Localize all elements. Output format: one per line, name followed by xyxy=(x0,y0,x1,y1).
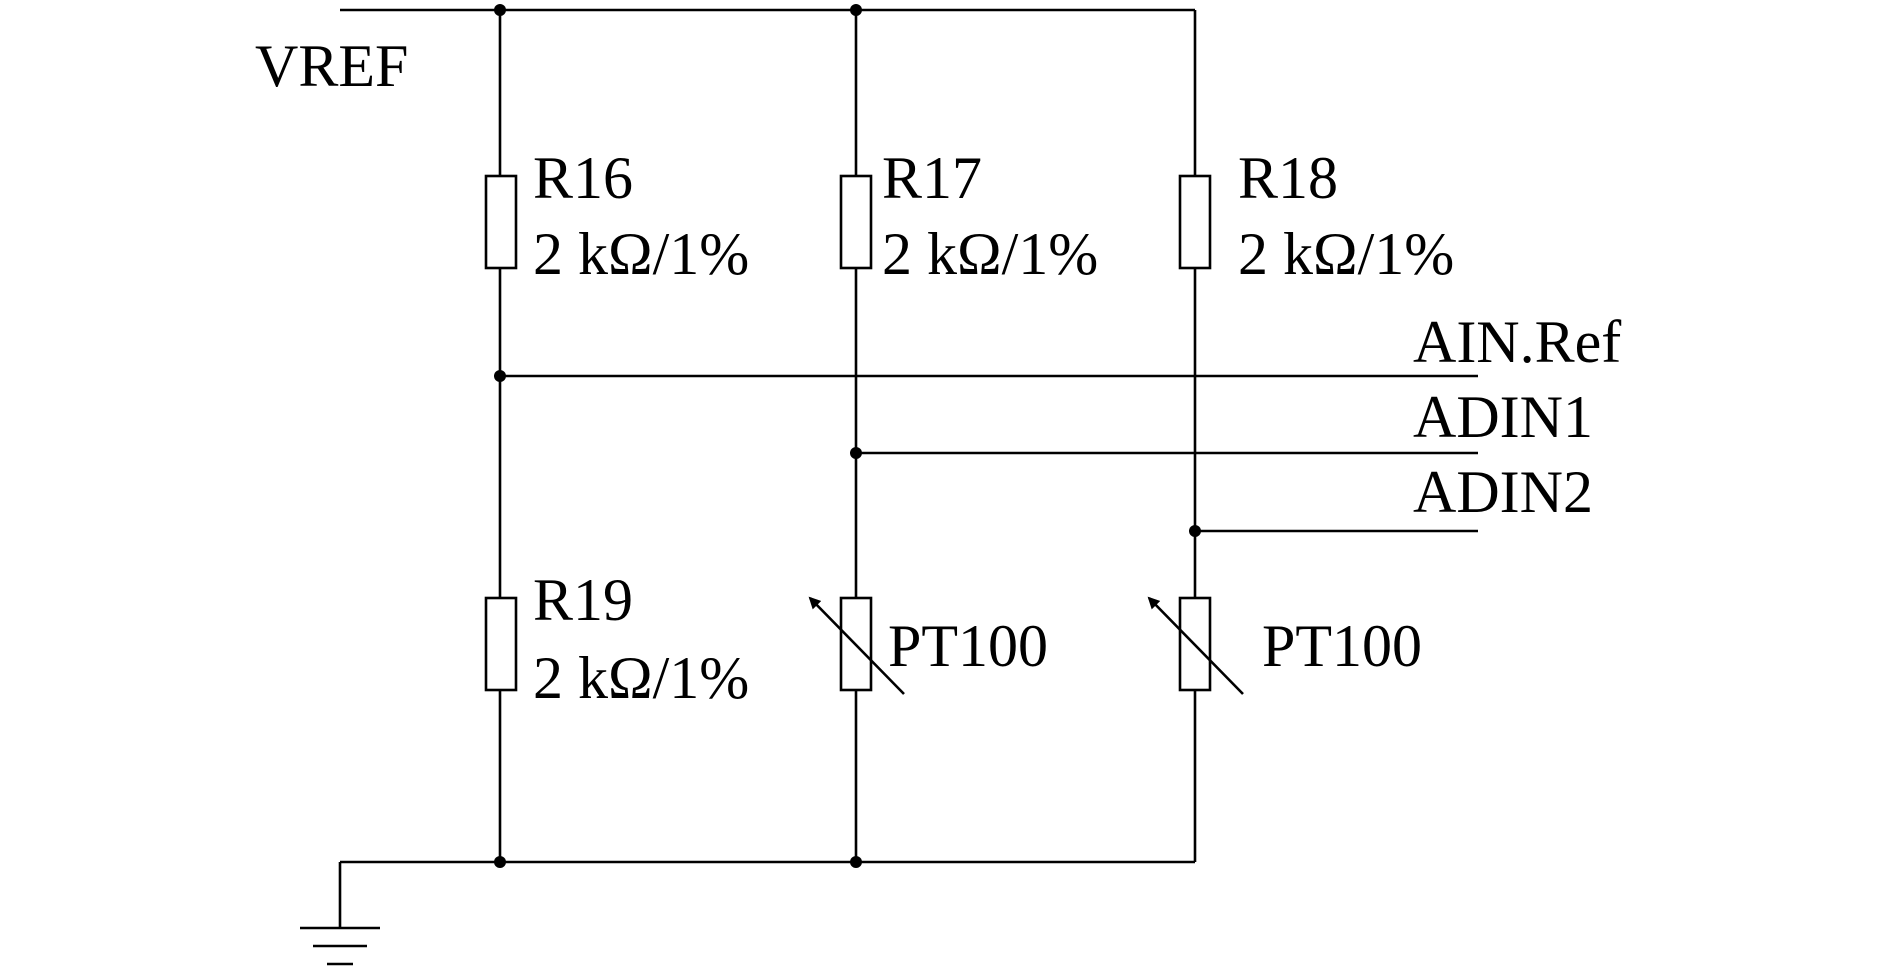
r18-value: 2 kΩ/1% xyxy=(1238,221,1454,287)
variable-arrow-icon xyxy=(808,596,905,695)
r16-value: 2 kΩ/1% xyxy=(533,221,749,287)
r17-resistor xyxy=(839,174,873,270)
r16-designator: R16 xyxy=(533,145,633,211)
r17-designator: R17 xyxy=(882,145,982,211)
vref-label: VREF xyxy=(255,33,408,99)
junction-dot xyxy=(494,856,506,868)
adin1-label: ADIN1 xyxy=(1413,384,1593,450)
junction-dot xyxy=(850,447,862,459)
junction-dot xyxy=(1189,525,1201,537)
r19-value: 2 kΩ/1% xyxy=(533,645,749,711)
pt100-label-2: PT100 xyxy=(1262,613,1422,679)
junction-dot xyxy=(850,856,862,868)
r19-designator: R19 xyxy=(533,567,633,633)
r18-designator: R18 xyxy=(1238,145,1338,211)
r18-resistor xyxy=(1178,174,1212,270)
pt100-label-1: PT100 xyxy=(888,613,1048,679)
junction-dot xyxy=(494,370,506,382)
ground-icon xyxy=(300,862,380,966)
r19-resistor xyxy=(484,596,518,692)
adin2-label: ADIN2 xyxy=(1413,459,1593,525)
r16-resistor xyxy=(484,174,518,270)
ain-ref-label: AIN.Ref xyxy=(1413,309,1621,375)
r17-value: 2 kΩ/1% xyxy=(882,221,1098,287)
junction-dot xyxy=(494,4,506,16)
variable-arrow-icon xyxy=(1147,596,1244,695)
junction-dot xyxy=(850,4,862,16)
